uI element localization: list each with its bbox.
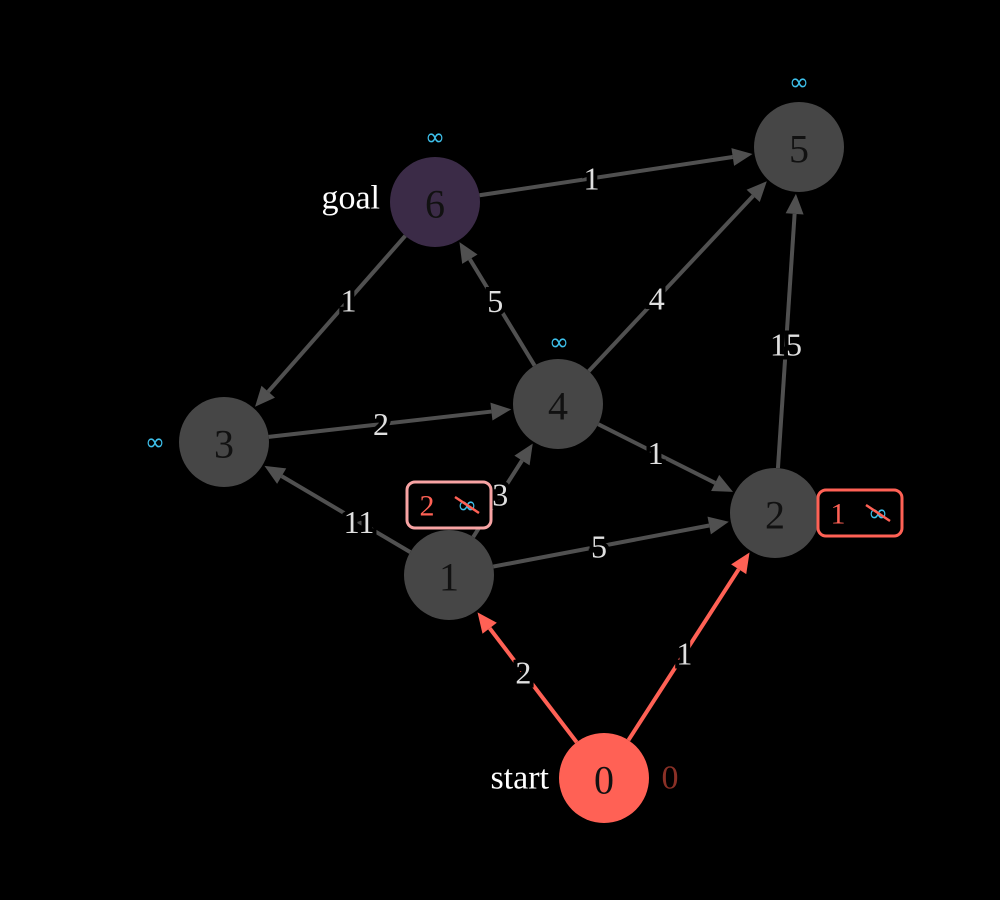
edge-weight-label: 5 (591, 528, 607, 564)
edge-line (775, 213, 797, 469)
edge-line (492, 523, 710, 569)
node-0[interactable]: 0 (559, 733, 649, 823)
node-circle[interactable] (559, 733, 649, 823)
node-circle[interactable] (404, 530, 494, 620)
arrowhead-icon (255, 385, 275, 407)
goal-label: goal (321, 180, 380, 217)
arrowhead-icon (731, 148, 753, 166)
distance-infinity: ∞ (145, 428, 165, 456)
edge-6-3: 1 (255, 234, 407, 407)
edge-weight-label: 5 (487, 283, 503, 319)
edge-line (268, 409, 492, 439)
node-label: 1 (439, 555, 459, 600)
arrowhead-icon (731, 552, 750, 575)
node-label: 2 (765, 493, 785, 538)
edge-4-6: 5 (459, 242, 537, 367)
arrowhead-icon (711, 474, 734, 492)
edge-4-5: 4 (587, 181, 767, 373)
edge-4-2: 1 (597, 422, 734, 492)
arrowhead-icon (264, 465, 287, 484)
edge-line (280, 474, 412, 554)
node-2[interactable]: 2 (730, 468, 820, 558)
node-circle[interactable] (754, 102, 844, 192)
edge-line (488, 627, 579, 744)
node-label: 0 (594, 758, 614, 803)
edge-weight-label: 1 (648, 435, 664, 471)
node-4[interactable]: 4 (513, 359, 603, 449)
node-circle[interactable] (730, 468, 820, 558)
arrowhead-icon (746, 181, 767, 203)
distance-update-box: 2∞ (405, 480, 493, 530)
arrowhead-icon (490, 402, 512, 421)
distance-value: 0 (662, 760, 679, 797)
edge-weight-label: 15 (770, 327, 802, 363)
edge-weight-label: 2 (373, 406, 389, 442)
edge-1-3: 11 (264, 465, 412, 554)
strike-through (454, 495, 480, 515)
edge-1-2: 5 (492, 516, 729, 569)
edge-weight-label: 4 (649, 281, 665, 317)
edge-weight-label: 1 (584, 160, 600, 196)
edge-weight-label: 3 (492, 477, 508, 513)
edge-line (479, 155, 734, 198)
strike-through (865, 503, 891, 523)
node-label: 3 (214, 422, 234, 467)
edge-weight-label: 11 (344, 504, 375, 540)
arrowhead-icon (459, 242, 478, 264)
edge-0-2: 1 (626, 552, 750, 742)
node-1[interactable]: 1 (404, 530, 494, 620)
edge-weight-label: 1 (340, 282, 356, 318)
edge-line (587, 194, 755, 373)
node-circle[interactable] (513, 359, 603, 449)
edge-line (266, 234, 407, 394)
node-label: 4 (548, 384, 568, 429)
distance-new-value: 2 (420, 490, 435, 523)
edge-weight-label: 2 (515, 654, 531, 690)
edge-line (468, 258, 537, 367)
node-3[interactable]: 3 (179, 397, 269, 487)
edge-0-1: 2 (477, 612, 579, 744)
edge-3-4: 2 (268, 402, 512, 446)
node-circle[interactable] (179, 397, 269, 487)
distance-box-frame (816, 488, 904, 538)
distance-update-box: 1∞ (816, 488, 904, 538)
edge-weight-label: 1 (676, 635, 692, 671)
edge-2-5: 15 (766, 193, 806, 469)
distance-box-frame (405, 480, 493, 530)
edge-line (626, 568, 741, 742)
node-5[interactable]: 5 (754, 102, 844, 192)
start-label: start (490, 760, 549, 797)
edge-line (597, 422, 717, 485)
arrowhead-icon (477, 612, 497, 634)
arrowhead-icon (785, 193, 804, 215)
node-6[interactable]: 6 (390, 157, 480, 247)
node-circle[interactable] (390, 157, 480, 247)
node-label: 5 (789, 127, 809, 172)
distance-infinity: ∞ (425, 123, 445, 151)
arrowhead-icon (514, 443, 533, 466)
arrowhead-icon (707, 516, 729, 535)
node-label: 6 (425, 182, 445, 227)
edge-6-5: 1 (479, 148, 753, 200)
annotations-layer: start goal 0 2∞ 1∞ ∞ ∞ ∞ ∞ (145, 68, 904, 797)
distance-infinity: ∞ (549, 328, 569, 356)
distance-new-value: 1 (831, 498, 846, 531)
distance-infinity: ∞ (789, 68, 809, 96)
